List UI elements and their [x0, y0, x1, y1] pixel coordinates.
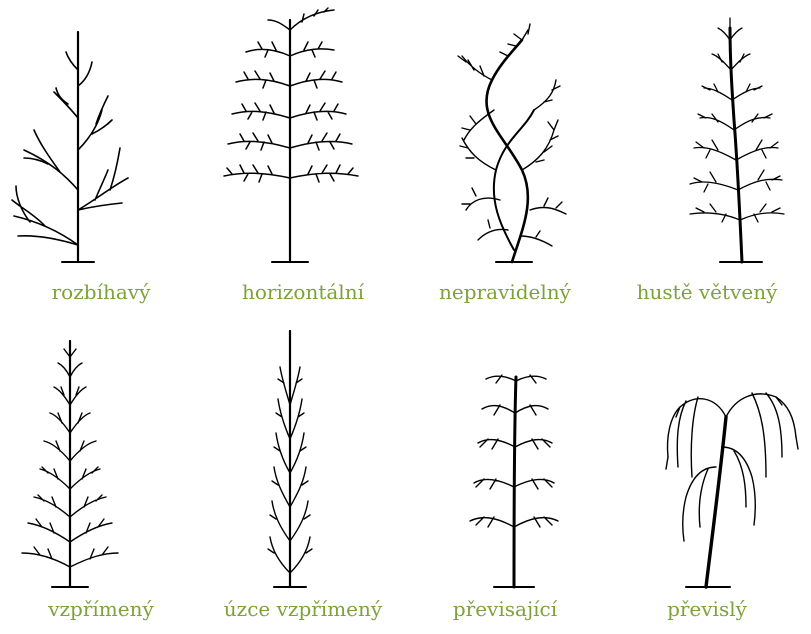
tree-type-label: horizontální — [202, 278, 404, 306]
tree-cell-upright: vzpřímený — [0, 317, 202, 634]
tree-cell-narrow-upright: úzce vzpřímený — [202, 317, 404, 634]
spreading-tree-icon — [0, 0, 202, 270]
weeping-tree-icon — [606, 317, 808, 587]
upright-tree-icon — [0, 317, 202, 587]
horizontal-tree-icon — [202, 0, 404, 270]
tree-cell-densely-branched: hustě větvený — [606, 0, 808, 317]
tree-cell-overhanging: převisající — [404, 317, 606, 634]
tree-cell-weeping: převislý — [606, 317, 808, 634]
irregular-tree-icon — [404, 0, 606, 270]
tree-type-label: rozbíhavý — [0, 278, 202, 306]
tree-type-label: převisající — [404, 595, 606, 623]
tree-type-label: nepravidelný — [404, 278, 606, 306]
tree-cell-spreading: rozbíhavý — [0, 0, 202, 317]
densely-branched-tree-icon — [606, 0, 808, 270]
tree-type-label: hustě větvený — [606, 278, 808, 306]
tree-cell-irregular: nepravidelný — [404, 0, 606, 317]
tree-type-label: vzpřímený — [0, 595, 202, 623]
tree-type-label: převislý — [606, 595, 808, 623]
tree-type-label: úzce vzpřímený — [202, 595, 404, 623]
narrow-upright-tree-icon — [202, 317, 404, 587]
overhanging-tree-icon — [404, 317, 606, 587]
tree-cell-horizontal: horizontální — [202, 0, 404, 317]
